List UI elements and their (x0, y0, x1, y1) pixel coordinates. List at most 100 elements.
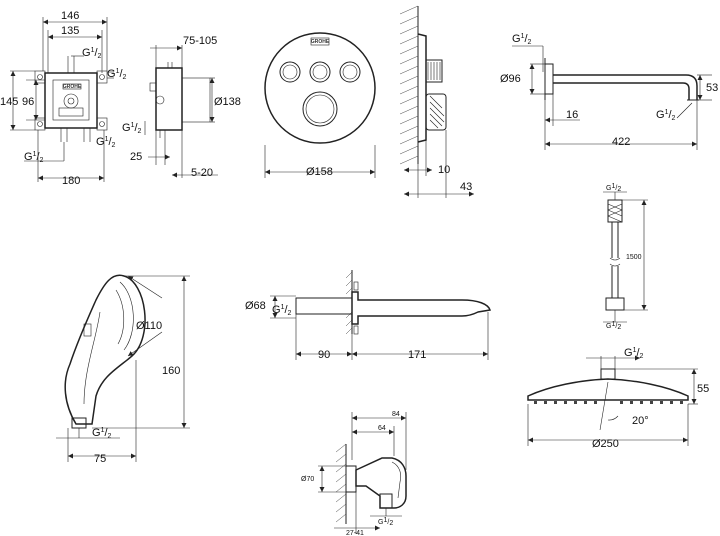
dim-43: 43 (460, 181, 472, 193)
dim-d68: Ø68 (245, 300, 266, 312)
plate-logo-text: GROHE (311, 39, 330, 45)
dim-53: 53 (706, 82, 718, 94)
nut-knurl (607, 203, 623, 223)
g-label-head: G1/2 (624, 347, 644, 360)
wall-section (400, 6, 418, 164)
wall-outlet-view: 84 64 Ø70 G1/2 27-41 (301, 411, 407, 536)
dim-10: 10 (438, 164, 450, 176)
box-ear-bl (34, 117, 46, 131)
spout-body (351, 291, 491, 325)
box-inner (52, 79, 90, 121)
dim-d70: Ø70 (301, 476, 314, 483)
side-thermostat-knob (425, 93, 447, 131)
shower-hose-view: G1/2 G1/2 1500 (603, 183, 648, 331)
handshower-face-inner (115, 289, 125, 345)
spout-fixture (353, 281, 359, 291)
g-label-box-br: G1/2 (96, 136, 116, 149)
dim-1500: 1500 (626, 254, 642, 261)
dim-d158: Ø158 (306, 166, 333, 178)
dim-d138: Ø138 (214, 96, 241, 108)
dim-25: 25 (130, 151, 142, 163)
dim-16: 16 (566, 109, 578, 121)
arm-pipe-top (553, 74, 698, 100)
valve-button-2 (309, 61, 331, 83)
hose-break (609, 257, 621, 261)
dim-146: 146 (61, 10, 79, 22)
thermostat-knob-core (305, 94, 335, 124)
box-side-body (155, 67, 183, 131)
head-shower-body (527, 378, 689, 401)
handshower-face (119, 281, 134, 351)
valve-button-1 (279, 61, 301, 83)
dim-84: 84 (392, 411, 400, 418)
dim-d96: Ø96 (500, 73, 521, 85)
dim-angle: 20° (632, 415, 649, 427)
handshower-button (83, 323, 92, 337)
nozzle-row (534, 401, 683, 404)
thermostat-knob (302, 91, 338, 127)
dim-180: 180 (62, 175, 80, 187)
dim-d250: Ø250 (592, 438, 619, 450)
g-label-spout: G1/2 (272, 304, 292, 317)
wall-hatching (399, 5, 419, 165)
g-label-hose-top: G1/2 (606, 183, 621, 193)
valve-button-3 (339, 61, 361, 83)
dim-d110: Ø110 (136, 320, 162, 332)
g-label-side-left: G1/2 (122, 122, 142, 135)
box-port-core (67, 97, 75, 105)
g-label-box-bl: G1/2 (24, 151, 44, 164)
arm-flange (544, 63, 554, 95)
valve-button-1-core (282, 64, 298, 80)
hand-shower-view: Ø110 160 G1/2 75 (56, 274, 190, 465)
hose-nut-top (607, 199, 623, 223)
screw-hole (37, 74, 43, 80)
tilt-axis-line (599, 381, 609, 431)
box-body (44, 72, 98, 129)
hose-break (609, 263, 621, 267)
hose-nut-bottom (605, 297, 625, 311)
dim-160: 160 (162, 365, 180, 377)
thermostat-knurl (429, 95, 445, 129)
screw-hole (99, 74, 105, 80)
g-label-outlet: G1/2 (378, 517, 393, 527)
control-plate-side-view: 10 43 (399, 5, 474, 198)
head-shower-view: G1/2 55 20° Ø250 (527, 347, 709, 450)
handshower-body (64, 274, 146, 425)
plate-logo-frame (310, 37, 330, 46)
valve-button-3-core (342, 64, 358, 80)
dim-5-20: 5-20 (191, 167, 213, 179)
concealed-box-side-view: 75-105 Ø138 G1/2 25 5-20 (122, 35, 241, 179)
side-fitting (149, 82, 157, 92)
dim-422: 422 (612, 136, 630, 148)
dim-75: 75 (94, 453, 106, 465)
dim-64: 64 (378, 425, 386, 432)
dim-96: 96 (22, 96, 34, 108)
spout-wall-hatch (345, 271, 353, 335)
dim-90: 90 (318, 349, 330, 361)
dim-145: 145 (0, 96, 18, 108)
outlet-connector (379, 493, 393, 509)
outlet-holder-slot (391, 461, 402, 499)
g-label-box-right: G1/2 (107, 68, 127, 81)
g-label-handshower: G1/2 (92, 427, 112, 440)
spout-connector (295, 297, 353, 315)
outlet-wall-hatch (335, 443, 347, 523)
screw-hole (99, 121, 105, 127)
box-ear-tl (34, 70, 46, 84)
arm-pipe-bottom (553, 82, 690, 100)
dim-171: 171 (408, 349, 426, 361)
box-side-extension (181, 77, 211, 123)
screw-hole (37, 121, 43, 127)
side-valve-knob (425, 59, 443, 83)
g-label-arm-right: G1/2 (656, 109, 676, 122)
box-port (63, 93, 79, 109)
logo-plate (62, 83, 82, 90)
concealed-box-front-view: GROHE 146 135 G1/2 G1/2 145 (0, 10, 127, 187)
box-logo-text: GROHE (63, 84, 82, 90)
dim-55: 55 (697, 383, 709, 395)
head-shower-joint (600, 368, 616, 380)
bath-spout-view: Ø68 G1/2 90 171 (245, 270, 491, 361)
dim-135: 135 (61, 25, 79, 37)
g-label-arm-top: G1/2 (512, 33, 532, 46)
